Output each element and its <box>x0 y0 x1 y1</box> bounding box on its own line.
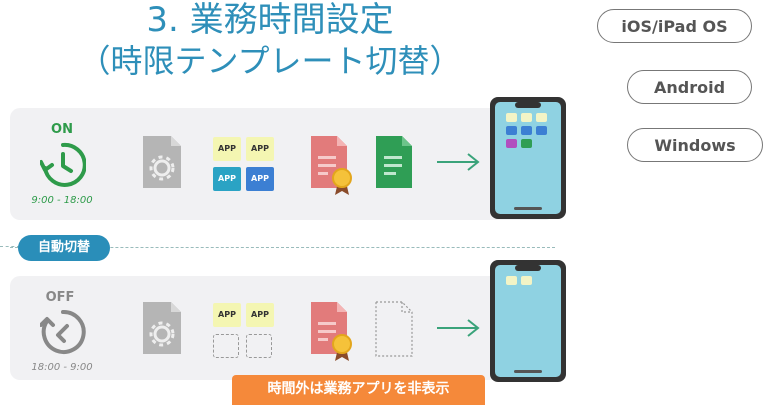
on-state-label: ON <box>51 122 73 137</box>
divider-line <box>10 247 555 248</box>
divider-left <box>0 246 20 247</box>
os-tag-windows: Windows <box>627 128 763 162</box>
on-timer-icon <box>40 142 86 187</box>
diagram-title: 3. 業務時間設定 <box>146 0 394 40</box>
off-timer-icon <box>40 309 86 354</box>
on-time-range: 9:00 - 18:00 <box>31 195 93 206</box>
settings-file-icon <box>143 136 181 188</box>
os-tag-ios: iOS/iPad OS <box>597 9 752 43</box>
arrow-right-icon <box>437 153 480 171</box>
phone-limited-apps-icon <box>490 260 566 382</box>
on-row-panel <box>10 108 555 220</box>
app-tile: APP <box>246 167 274 191</box>
app-tile: APP <box>246 303 274 327</box>
document-icon <box>376 136 412 188</box>
arrow-right-icon <box>437 319 480 337</box>
phone-with-apps-icon <box>490 97 566 219</box>
app-tile: APP <box>213 137 241 161</box>
hidden-app-slot <box>246 334 272 358</box>
app-tile: APP <box>213 303 241 327</box>
auto-switch-badge: 自動切替 <box>18 235 110 261</box>
app-tile: APP <box>246 137 274 161</box>
diagram-subtitle: （時限テンプレート切替） <box>78 42 462 80</box>
settings-file-icon <box>143 302 181 354</box>
os-tag-android: Android <box>627 70 752 104</box>
certificate-icon <box>311 302 352 361</box>
off-state-label: OFF <box>45 290 75 305</box>
hidden-app-slot <box>213 334 239 358</box>
after-hours-note: 時間外は業務アプリを非表示 <box>232 375 485 405</box>
app-tile: APP <box>213 167 241 191</box>
certificate-icon <box>311 136 352 195</box>
off-time-range: 18:00 - 9:00 <box>31 362 93 373</box>
hidden-document-icon <box>375 301 413 357</box>
